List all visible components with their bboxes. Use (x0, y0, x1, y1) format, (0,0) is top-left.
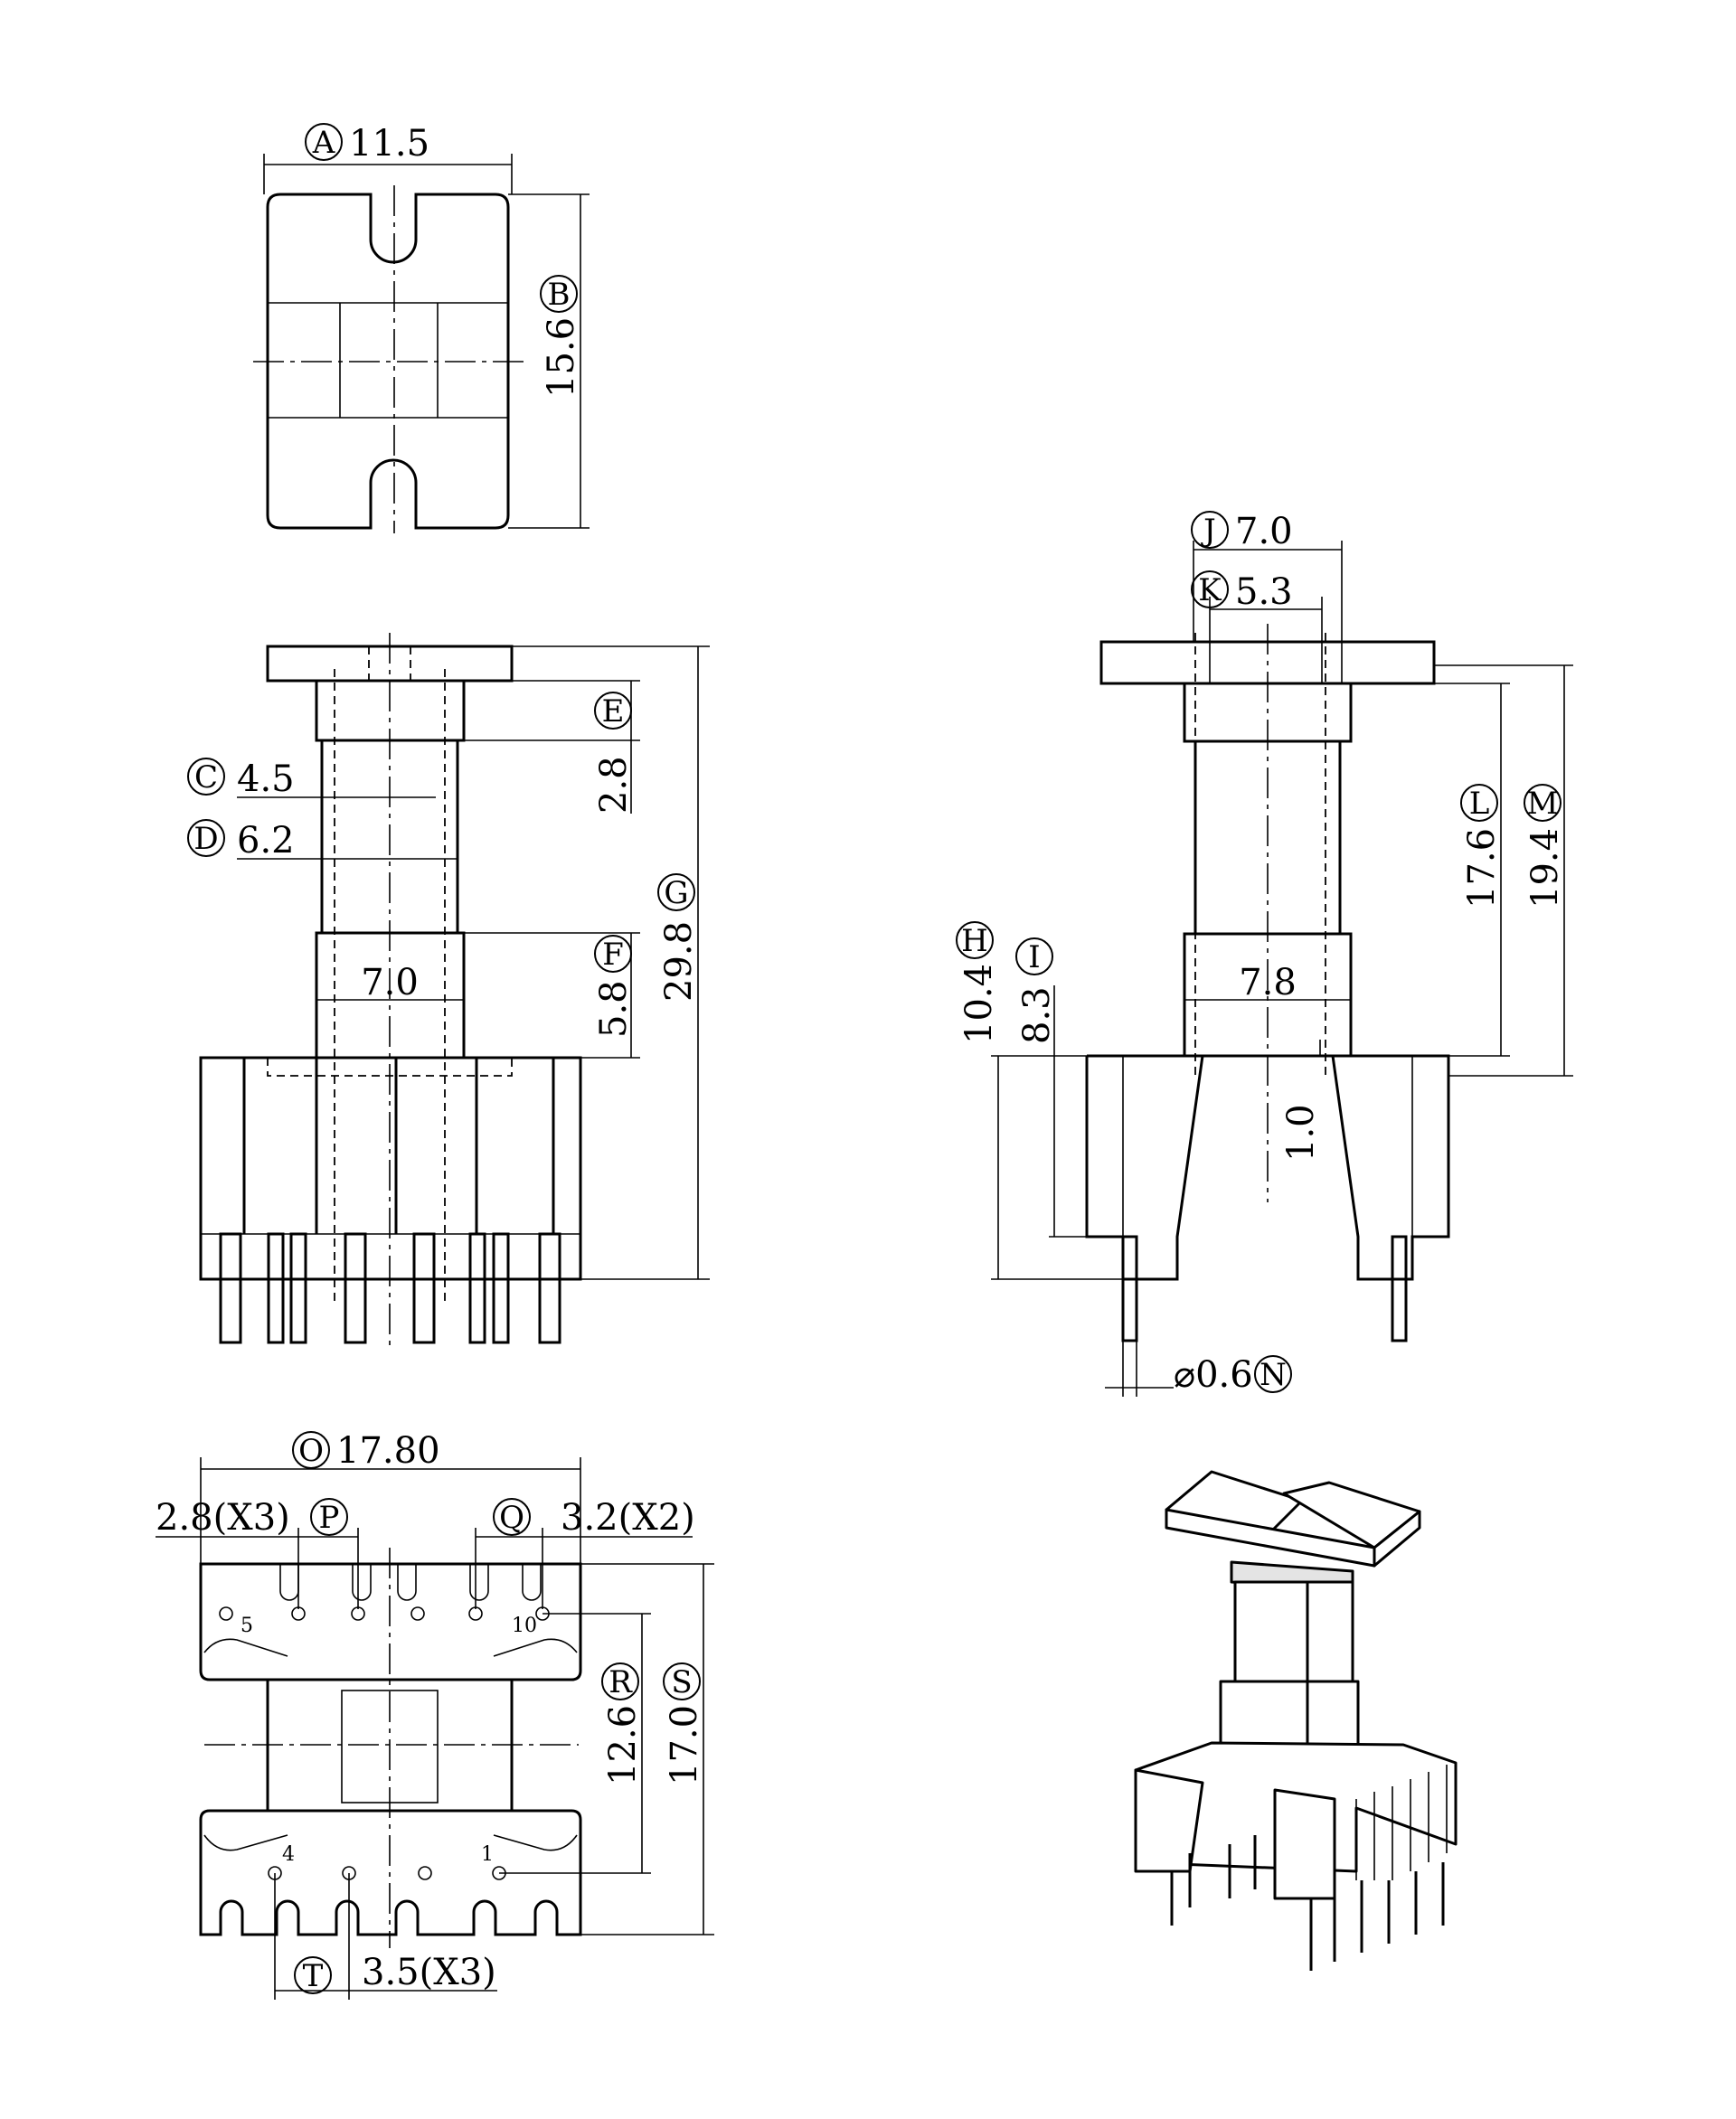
dim-N-value: ⌀0.6 (1174, 1354, 1253, 1396)
label-I: I (1028, 939, 1040, 975)
dim-A-value: 11.5 (349, 123, 429, 165)
dim-T-value: 3.5(X3) (362, 1952, 496, 1993)
label-N: N (1260, 1357, 1287, 1393)
label-B: B (548, 277, 571, 313)
dim-S-value: 17.0 (664, 1705, 705, 1785)
label-F: F (602, 937, 624, 973)
pin-label-4: 4 (282, 1843, 295, 1866)
side-view: J 7.0 K 5.3 L 17.6 M 19.4 7.8 1.0 H (956, 511, 1573, 1397)
label-Q: Q (499, 1500, 524, 1536)
dim-H-value: 10.4 (958, 964, 1000, 1044)
label-R: R (609, 1664, 633, 1700)
pin-label-10: 10 (512, 1615, 537, 1637)
dim-L-value: 17.6 (1461, 828, 1503, 909)
top-view-outline (266, 193, 510, 530)
bottom-top-bar (199, 1562, 582, 1681)
dim-O-value: 17.80 (336, 1430, 440, 1472)
dim-E-value: 2.8 (593, 756, 635, 814)
label-C: C (194, 759, 218, 796)
top-view: A 11.5 B 15.6 (253, 123, 590, 533)
dim-Q-value: 3.2(X2) (561, 1497, 695, 1539)
label-E: E (602, 693, 625, 730)
dim-side-flange-width: 7.8 (1239, 962, 1297, 1003)
dim-front-flange-width: 7.0 (361, 962, 419, 1003)
dim-B-value: 15.6 (541, 317, 582, 398)
label-O: O (298, 1433, 324, 1469)
bottom-view: 5 10 4 1 O 17.80 2.8(X3) P Q 3.2(X2) R 1… (156, 1430, 714, 2000)
pin-label-5: 5 (241, 1615, 253, 1637)
dim-G-value: 29.8 (658, 921, 700, 1002)
label-M: M (1527, 786, 1559, 822)
label-G: G (664, 875, 688, 911)
label-S: S (671, 1664, 692, 1700)
pin-label-1: 1 (481, 1843, 494, 1866)
dim-F-value: 5.8 (593, 980, 635, 1038)
bottom-lower-bar (199, 1809, 582, 1936)
dim-J-value: 7.0 (1235, 511, 1293, 552)
label-J: J (1201, 513, 1216, 549)
dim-C-value: 4.5 (237, 758, 295, 800)
label-D: D (193, 821, 218, 857)
label-K: K (1198, 572, 1222, 608)
label-A: A (312, 125, 335, 161)
front-pins (219, 1232, 561, 1344)
front-view: C 4.5 D 6.2 7.0 E 2.8 F 5.8 G 29.8 (187, 633, 710, 1347)
dim-K-value: 5.3 (1235, 571, 1293, 613)
dim-side-offset: 1.0 (1280, 1104, 1322, 1162)
dim-M-value: 19.4 (1524, 828, 1566, 909)
label-T: T (303, 1958, 324, 1994)
label-L: L (1469, 786, 1490, 822)
dim-D-value: 6.2 (237, 820, 295, 862)
dim-R-value: 12.6 (602, 1705, 644, 1785)
label-P: P (319, 1500, 340, 1536)
dim-P-value: 2.8(X3) (156, 1497, 290, 1539)
dim-I-value: 8.3 (1016, 986, 1058, 1044)
bottom-pin-holes (219, 1606, 550, 1880)
isometric-pins (1170, 1835, 1445, 1971)
isometric-view (1134, 1470, 1458, 1971)
label-H: H (961, 923, 988, 959)
